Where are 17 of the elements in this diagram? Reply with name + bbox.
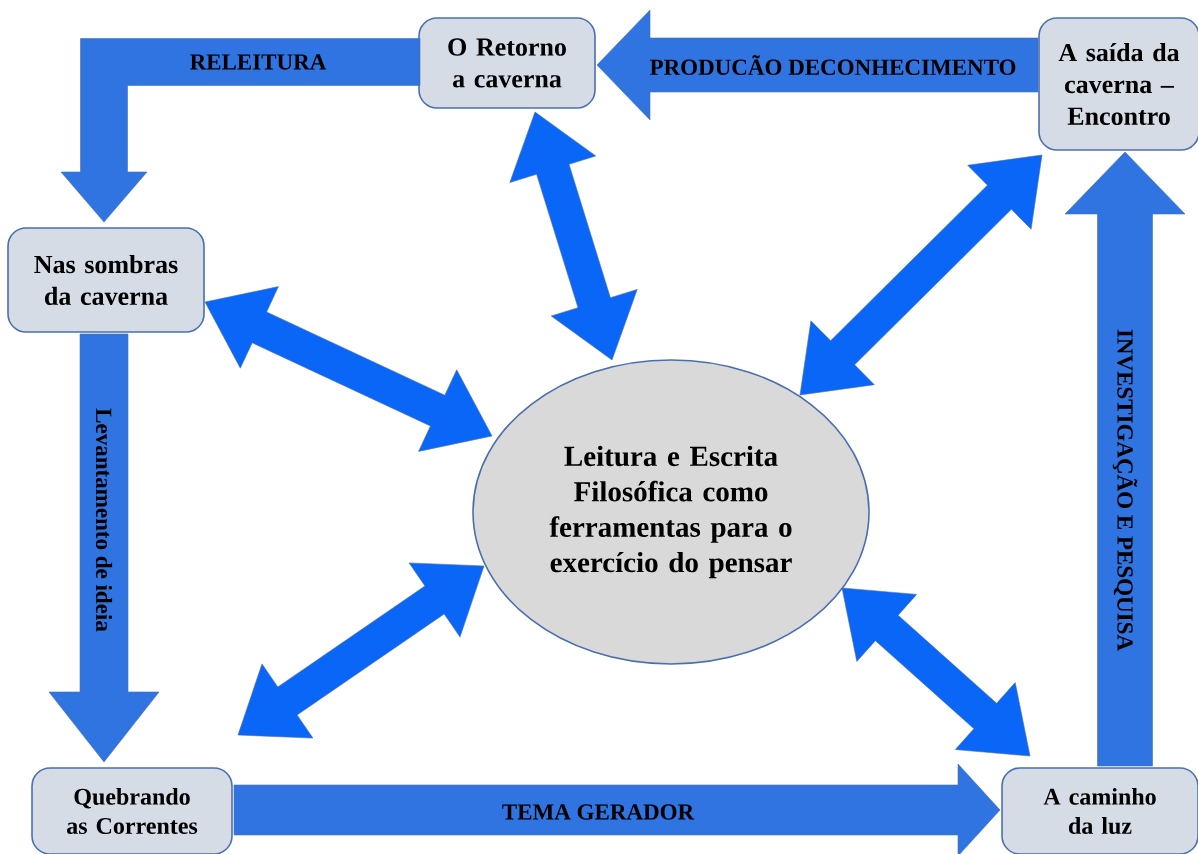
edge-label: RELEITURA [190, 54, 327, 70]
block-arrow [841, 587, 1031, 757]
block-arrow [237, 562, 485, 739]
edge-label: TEMA GERADOR [502, 804, 695, 820]
block-arrow [204, 286, 493, 452]
process-box: A caminho da luz [1001, 767, 1198, 854]
edge-label: INVESTIGAÇÃO E PESQUISA [1112, 329, 1138, 651]
process-box: O Retorno a caverna [418, 17, 596, 109]
block-arrow [799, 154, 1043, 396]
edge-label: Levantamento de ideia [95, 408, 113, 632]
block-arrow [509, 111, 638, 361]
block-arrow [233, 763, 1001, 854]
block-arrow [60, 38, 421, 223]
edge-label: PRODUCÃO DECONHECIMENTO [649, 55, 1016, 75]
process-box: Nas sombras da caverna [7, 227, 205, 333]
process-box: A saída da caverna – Encontro [1038, 17, 1198, 151]
process-box: Quebrando as Correntes [31, 767, 233, 854]
